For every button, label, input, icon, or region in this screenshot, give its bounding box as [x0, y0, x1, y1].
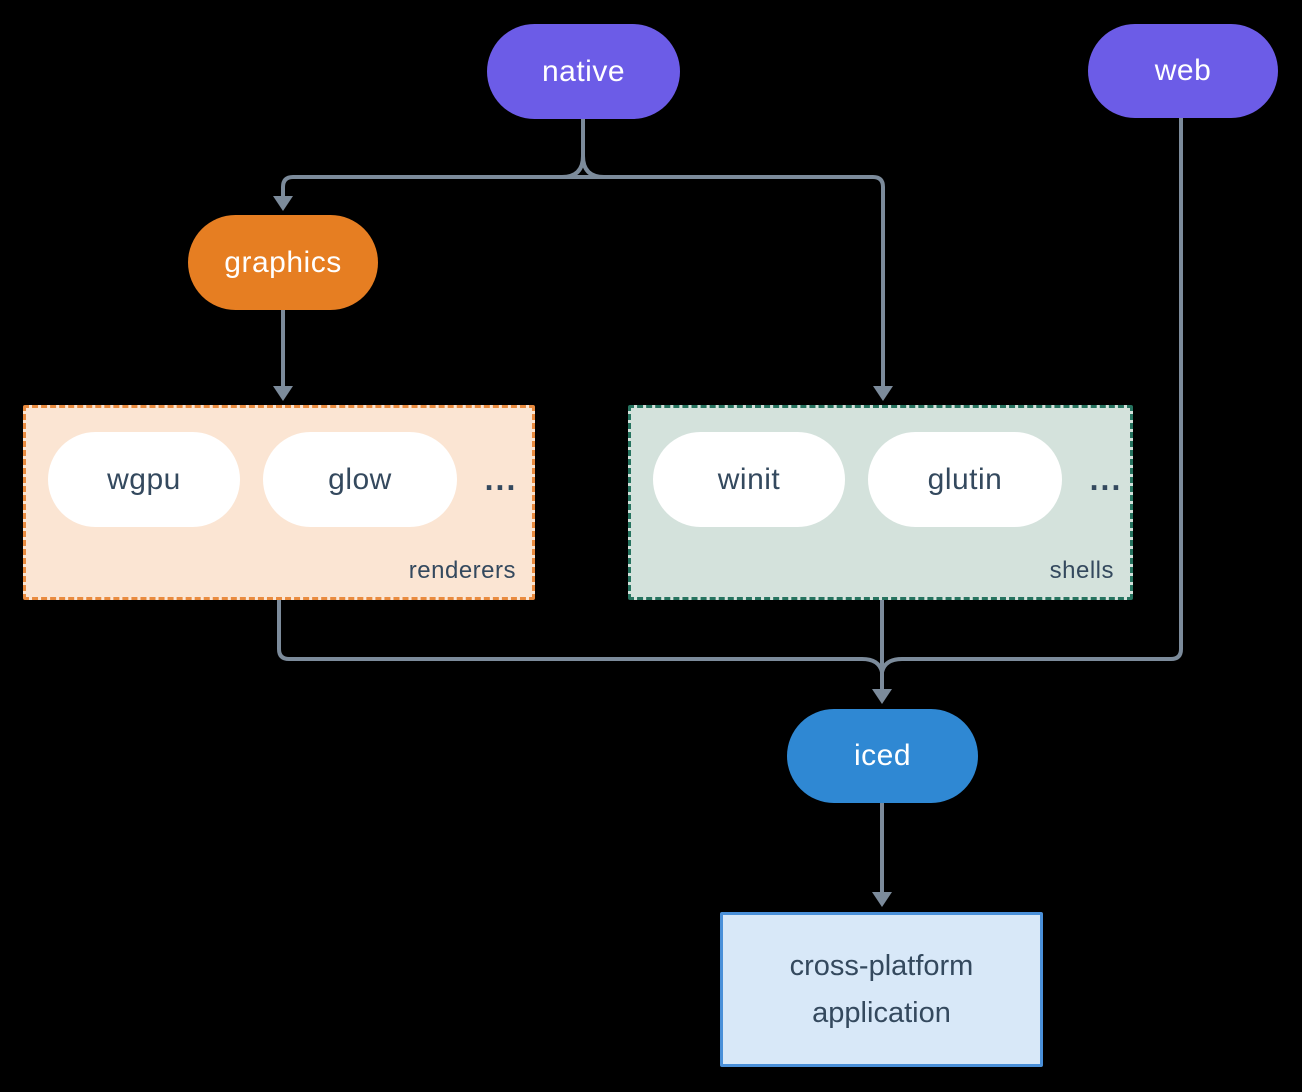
node-iced: iced: [787, 709, 978, 803]
node-iced-label: iced: [853, 739, 912, 772]
node-cross-platform-application: cross-platform application: [720, 912, 1043, 1067]
node-winit: winit: [653, 432, 845, 527]
group-shells: winit glutin ... shells: [628, 405, 1133, 600]
node-web: web: [1088, 24, 1278, 118]
node-glow: glow: [263, 432, 457, 527]
node-graphics: graphics: [188, 215, 378, 310]
node-winit-label: winit: [717, 462, 781, 496]
arrowhead-graphics: [273, 196, 293, 211]
edge-web-merge: [880, 116, 1183, 674]
node-native-label: native: [541, 54, 626, 88]
renderers-ellipsis: ...: [484, 461, 518, 497]
edge-renderers-merge: [277, 598, 884, 674]
edge-native-fork-left: [560, 154, 585, 179]
node-graphics-label: graphics: [224, 245, 342, 279]
shells-ellipsis: ...: [1089, 461, 1123, 497]
shells-group-label: shells: [1049, 557, 1114, 584]
arrowhead-renderers: [273, 386, 293, 401]
arrowhead-application: [872, 892, 892, 907]
node-web-label: web: [1154, 54, 1212, 87]
group-renderers: wgpu glow ... renderers: [23, 405, 535, 600]
node-glutin-label: glutin: [927, 462, 1003, 496]
node-wgpu-label: wgpu: [107, 462, 181, 496]
node-glutin: glutin: [868, 432, 1062, 527]
arrowhead-shells: [873, 386, 893, 401]
node-glow-label: glow: [328, 462, 392, 496]
edge-top-bar: [281, 175, 885, 390]
renderers-group-label: renderers: [408, 557, 516, 584]
arrowhead-iced: [872, 689, 892, 704]
edge-native-fork-right: [581, 154, 606, 179]
node-application-label: cross-platform application: [789, 950, 974, 1029]
node-native: native: [487, 24, 680, 119]
node-wgpu: wgpu: [48, 432, 240, 527]
